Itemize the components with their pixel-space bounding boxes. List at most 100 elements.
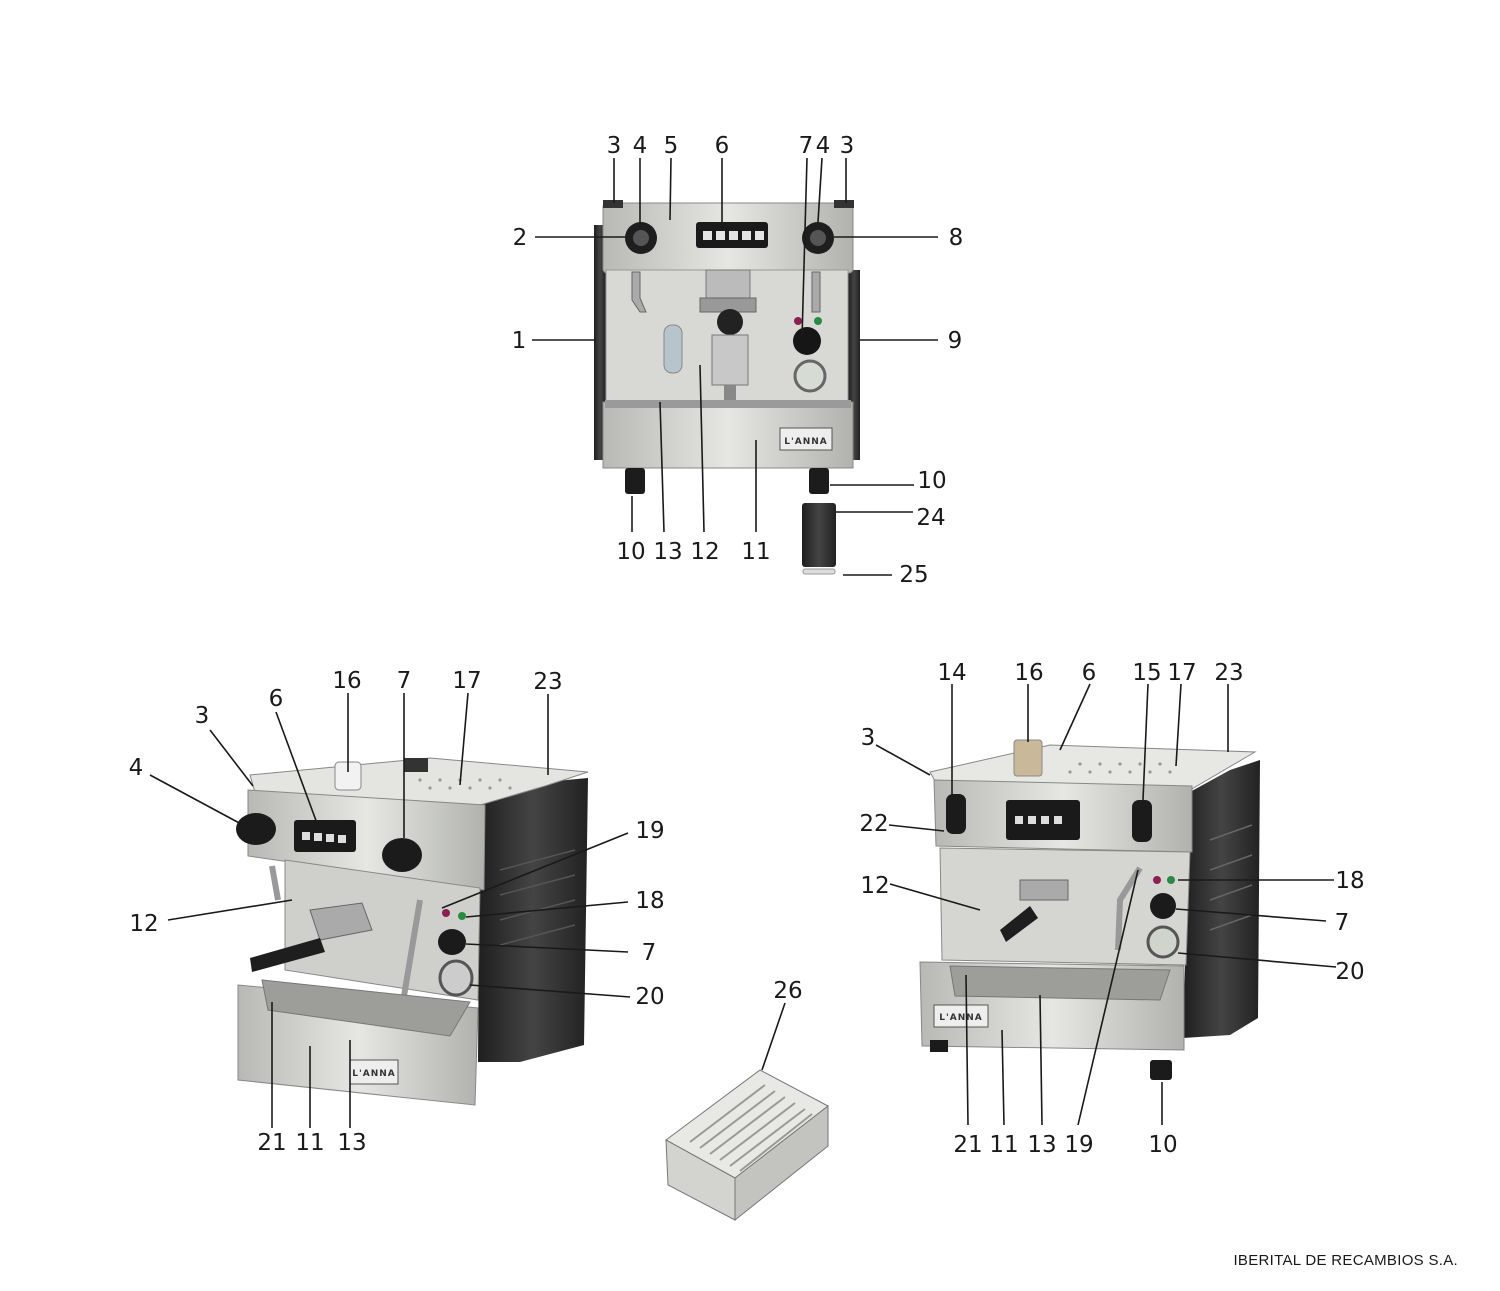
knob-left <box>236 813 276 845</box>
brand-text: L'ANNA <box>939 1013 983 1023</box>
company-footer: IBERITAL DE RECAMBIOS S.A. <box>1233 1252 1458 1269</box>
front-leader-lines <box>532 157 938 576</box>
label-11: 11 <box>989 1132 1018 1158</box>
label-3: 3 <box>607 133 622 159</box>
pressure-gauge <box>438 959 474 997</box>
front-view-machine: L'ANNA <box>594 200 860 575</box>
label-7: 7 <box>1335 910 1350 936</box>
label-18: 18 <box>1335 868 1364 894</box>
water-cap <box>1013 739 1043 777</box>
label-22: 22 <box>859 811 888 837</box>
label-12: 12 <box>860 873 889 899</box>
left-leader-lines <box>149 692 631 1128</box>
water-level-window <box>663 324 683 374</box>
group-head <box>309 902 373 941</box>
left-view-machine: L'ANNA <box>236 757 589 1106</box>
label-7: 7 <box>642 940 657 966</box>
portafilter <box>711 334 749 386</box>
label-5: 5 <box>664 133 679 159</box>
keypad <box>294 820 356 852</box>
label-20: 20 <box>635 984 664 1010</box>
portafilter-handle <box>1000 906 1038 942</box>
label-23: 23 <box>1214 660 1243 686</box>
label-7: 7 <box>397 668 412 694</box>
pressure-gauge <box>793 359 827 393</box>
side-panel <box>1183 760 1260 1038</box>
label-20: 20 <box>1335 959 1364 985</box>
hot-water-wand <box>811 271 821 313</box>
label-16: 16 <box>332 668 361 694</box>
steam-wand <box>1115 866 1143 951</box>
label-11: 11 <box>295 1130 324 1156</box>
tap-right <box>1132 800 1152 842</box>
label-17: 17 <box>452 668 481 694</box>
foot-extension <box>802 503 836 567</box>
label-18: 18 <box>635 888 664 914</box>
steam-wand-left <box>631 271 647 313</box>
label-3: 3 <box>195 703 210 729</box>
drip-grid <box>949 965 1171 1001</box>
label-11: 11 <box>741 539 770 565</box>
right-labels: 14 16 6 15 17 23 3 22 12 18 7 20 21 11 1… <box>859 660 1364 1158</box>
brand-badge <box>779 427 833 451</box>
foot-pad <box>802 568 836 575</box>
pressure-gauge <box>1146 925 1180 959</box>
label-12: 12 <box>129 911 158 937</box>
steam-knob <box>793 327 821 355</box>
left-labels: 16 7 17 23 6 3 4 19 12 18 7 20 21 11 13 <box>129 668 665 1156</box>
foot-right <box>809 468 829 494</box>
right-leader-lines <box>875 683 1337 1126</box>
label-3: 3 <box>861 725 876 751</box>
label-25: 25 <box>899 562 928 588</box>
label-16: 16 <box>1014 660 1043 686</box>
label-10: 10 <box>1148 1132 1177 1158</box>
label-14: 14 <box>937 660 966 686</box>
right-view-machine: L'ANNA <box>919 739 1260 1080</box>
drip-tray-part <box>665 1069 829 1222</box>
label-4: 4 <box>633 133 648 159</box>
label-6: 6 <box>715 133 730 159</box>
label-10: 10 <box>616 539 645 565</box>
corner-cap-left <box>603 200 623 208</box>
label-2: 2 <box>513 225 528 251</box>
label-21: 21 <box>257 1130 286 1156</box>
label-26: 26 <box>773 978 802 1004</box>
label-4: 4 <box>816 133 831 159</box>
portafilter-handle <box>250 938 325 972</box>
drip-grid <box>261 979 471 1037</box>
front-panel <box>939 847 1191 966</box>
label-19: 19 <box>1064 1132 1093 1158</box>
front-labels: 3 4 5 6 7 4 3 2 1 8 9 10 24 25 10 13 12 … <box>512 133 964 588</box>
label-13: 13 <box>337 1130 366 1156</box>
label-8: 8 <box>949 225 964 251</box>
label-21: 21 <box>953 1132 982 1158</box>
label-1: 1 <box>512 328 527 354</box>
foot-right <box>1150 1060 1172 1080</box>
label-15: 15 <box>1132 660 1161 686</box>
label-23: 23 <box>533 669 562 695</box>
label-13: 13 <box>1027 1132 1056 1158</box>
label-6: 6 <box>269 686 284 712</box>
knob-right <box>382 838 422 872</box>
label-7: 7 <box>799 133 814 159</box>
group-head <box>1019 879 1069 901</box>
label-17: 17 <box>1167 660 1196 686</box>
side-panel-left <box>594 225 606 460</box>
label-6: 6 <box>1082 660 1097 686</box>
label-3: 3 <box>840 133 855 159</box>
label-12: 12 <box>690 539 719 565</box>
label-24: 24 <box>916 505 945 531</box>
side-panel <box>478 778 588 1062</box>
brand-text: L'ANNA <box>352 1069 396 1079</box>
tap-left <box>946 794 966 834</box>
label-13: 13 <box>653 539 682 565</box>
front-panel <box>284 859 481 1001</box>
portafilter-knob <box>717 309 743 335</box>
label-19: 19 <box>635 818 664 844</box>
label-9: 9 <box>948 328 963 354</box>
steam-knob <box>1150 893 1176 919</box>
corner-cap-right <box>834 200 854 208</box>
foot-left <box>625 468 645 494</box>
steam-knob <box>438 929 466 955</box>
